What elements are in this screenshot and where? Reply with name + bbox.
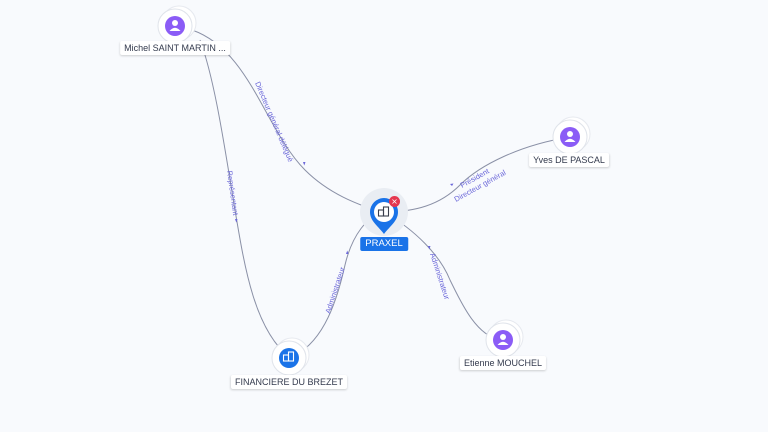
person-icon xyxy=(169,20,181,31)
node-label-praxel[interactable]: PRAXEL xyxy=(360,237,408,251)
node-label-etienne[interactable]: Etienne MOUCHEL xyxy=(459,356,547,370)
node-michel-saint-martin[interactable] xyxy=(157,5,197,44)
arrow-icon xyxy=(235,219,238,223)
node-yves-de-pascal[interactable] xyxy=(552,116,591,155)
node-praxel[interactable] xyxy=(360,188,408,236)
node-financiere-du-brezet[interactable] xyxy=(271,337,310,376)
node-label-yves[interactable]: Yves DE PASCAL xyxy=(529,153,609,167)
edge-michel-financiere[interactable] xyxy=(199,39,291,359)
edge-label-michel-praxel: Directeur général délégué xyxy=(253,80,295,163)
edge-label-michel-financiere: Représentant xyxy=(225,170,240,217)
person-icon xyxy=(497,334,509,345)
person-icon xyxy=(564,131,576,142)
node-label-michel[interactable]: Michel SAINT MARTIN ... xyxy=(120,41,230,55)
arrow-icon xyxy=(450,183,454,186)
arrow-icon xyxy=(428,246,431,250)
company-icon xyxy=(282,351,295,362)
node-label-financiere[interactable]: FINANCIERE DU BREZET xyxy=(230,375,348,389)
edge-label-financiere-praxel: Administrateur xyxy=(323,265,347,314)
node-etienne-mouchel[interactable] xyxy=(485,319,524,358)
arrow-icon xyxy=(346,250,349,254)
company-icon xyxy=(377,206,390,217)
closed-status-icon: × xyxy=(389,196,400,207)
arrow-icon xyxy=(303,162,306,166)
